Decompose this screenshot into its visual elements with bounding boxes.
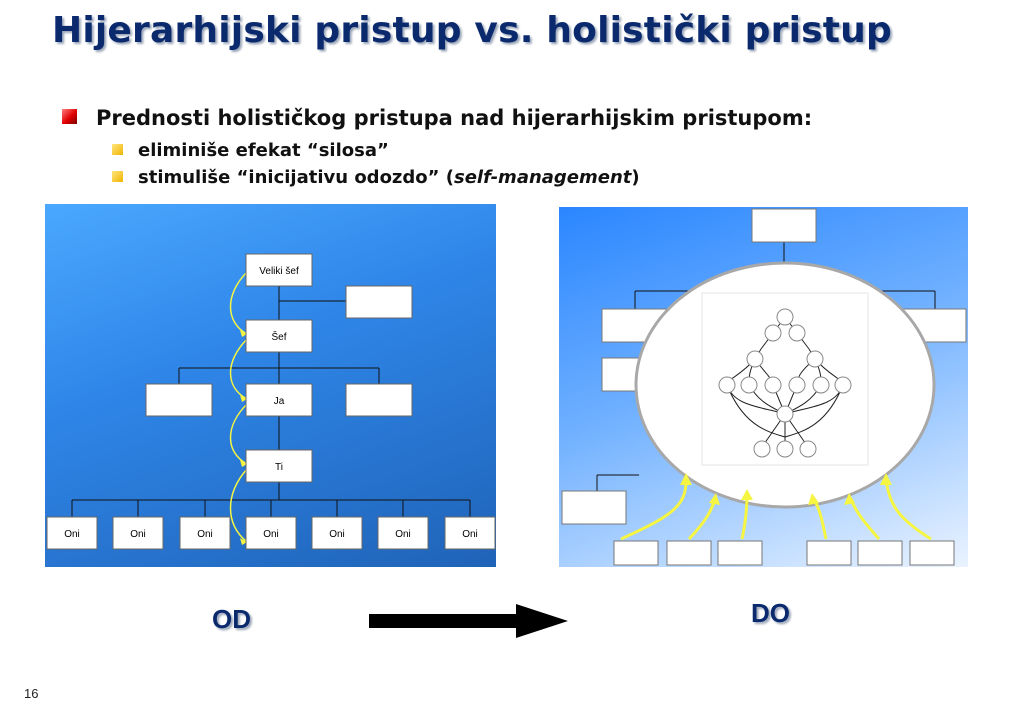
hierarchical-org-chart-panel: Veliki šef Šef Ja Ti Oni Oni Oni Oni Oni… (45, 204, 496, 567)
box-chief (245, 319, 313, 353)
sub-bullet-initiative: stimuliše “inicijativu odozdo” (self-man… (112, 167, 640, 188)
transition-arrow-icon (369, 604, 568, 638)
label-me: Ja (274, 396, 285, 407)
sub-bullet-italic: self-management (453, 167, 632, 188)
bottom-box (909, 540, 955, 566)
bottom-box (806, 540, 852, 566)
box-other (112, 516, 164, 550)
label-other: Oni (197, 529, 213, 540)
sub-bullet-suffix: ) (631, 167, 640, 188)
box-other (245, 516, 297, 550)
box-other (179, 516, 231, 550)
label-other: Oni (462, 529, 478, 540)
box-you (245, 449, 313, 483)
slide-title: Hijerarhijski pristup vs. holistički pri… (52, 10, 892, 51)
sub-bullet-silos: eliminiše efekat “silosa” (112, 140, 389, 161)
label-other: Oni (395, 529, 411, 540)
page-number: 16 (24, 686, 39, 701)
bg-box-top (751, 208, 817, 243)
bottom-box (666, 540, 712, 566)
yellow-square-bullet-icon (112, 171, 123, 182)
box-me (245, 383, 313, 417)
label-other: Oni (130, 529, 146, 540)
label-chief: Šef (271, 330, 286, 343)
label-boss: Veliki šef (259, 266, 299, 277)
yellow-square-bullet-icon (112, 144, 123, 155)
sub-bullet-initiative-text: stimuliše “inicijativu odozdo” (self-man… (138, 167, 640, 188)
bottom-box (613, 540, 659, 566)
bottom-box (717, 540, 763, 566)
box-other (311, 516, 363, 550)
label-other: Oni (263, 529, 279, 540)
box-other (46, 516, 98, 550)
label-from: OD (212, 604, 251, 634)
hierarchical-org-chart: Veliki šef Šef Ja Ti Oni Oni Oni Oni Oni… (46, 253, 496, 550)
sub-bullet-silos-text: eliminiše efekat “silosa” (138, 140, 389, 161)
box-peer-right (345, 383, 413, 417)
box-side-top (345, 285, 413, 319)
sub-bullet-prefix: stimuliše “inicijativu odozdo” ( (138, 167, 454, 188)
escalation-arrows (229, 271, 248, 543)
label-to: DO (751, 598, 790, 628)
holistic-network-diagram (561, 208, 967, 566)
red-square-bullet-icon (62, 109, 77, 124)
bg-box-bottom-left (561, 490, 627, 525)
main-bullet-text: Prednosti holističkog pristupa nad hijer… (96, 106, 813, 130)
network-circle (634, 261, 936, 509)
box-other (377, 516, 429, 550)
bottom-box (857, 540, 903, 566)
label-other: Oni (64, 529, 80, 540)
box-peer-left (145, 383, 213, 417)
box-other (444, 516, 496, 550)
label-other: Oni (329, 529, 345, 540)
label-you: Ti (275, 462, 283, 473)
box-boss (245, 253, 313, 287)
holistic-network-panel (559, 207, 968, 567)
main-bullet: Prednosti holističkog pristupa nad hijer… (62, 106, 812, 130)
